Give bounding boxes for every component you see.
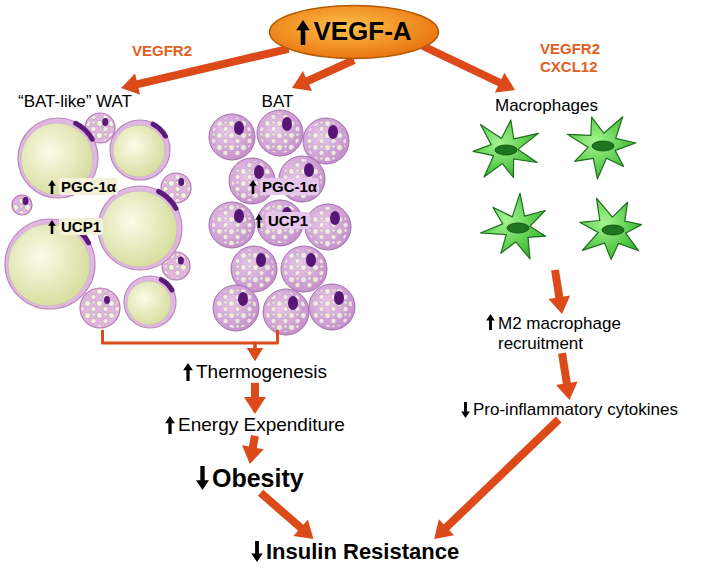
cluster-heading: “BAT-like” WAT <box>18 92 132 112</box>
arrow-head <box>247 348 263 361</box>
text-row: UCP1 <box>48 218 103 235</box>
arrow-head <box>434 519 454 539</box>
trend-arrow <box>255 214 263 228</box>
text-row: Energy Expenditure <box>165 414 345 436</box>
trend-arrow <box>48 220 56 234</box>
effect-text: Obesity <box>196 464 304 493</box>
outcome-text: Insulin Resistance <box>251 539 459 564</box>
arrow-head <box>121 73 140 94</box>
trend-arrow <box>296 20 310 45</box>
text-row: Pro-inflammatory cytokines <box>461 400 678 420</box>
flow-arrow <box>292 60 354 91</box>
arrow-head <box>244 397 266 414</box>
trend-arrow <box>48 180 56 194</box>
wat-cell-cluster: “BAT-like” WAT PGC-1αUCP1 <box>10 88 195 330</box>
gene-label: UCP1 <box>59 218 103 235</box>
macrophage-cluster: Macrophages <box>455 90 655 270</box>
arrow-shaft <box>261 493 303 529</box>
flow-arrow <box>242 436 264 464</box>
trend-arrow <box>461 402 470 418</box>
text-row: Obesity <box>196 464 304 493</box>
flow-arrow <box>548 270 570 314</box>
trend-arrow <box>196 466 209 490</box>
text-row: Macrophages <box>495 96 598 116</box>
arrow-head <box>242 445 264 464</box>
receptor-label: VEGFR2 CXCL12 <box>540 40 610 76</box>
vegf-ellipse: VEGF-A <box>268 4 440 60</box>
trend-arrow <box>183 363 193 381</box>
effect-text: Energy Expenditure <box>178 414 345 436</box>
text-row: Insulin Resistance <box>251 539 459 564</box>
receptor-label: VEGFR2 <box>132 42 192 60</box>
text-row: VEGF-A <box>268 4 440 60</box>
effect-text: M2 macrophage recruitment <box>486 314 638 353</box>
arrow-shaft <box>445 420 559 529</box>
arrow-head <box>556 381 578 400</box>
trend-arrow <box>249 180 257 194</box>
effect-text: M2 macrophage recruitment <box>498 314 638 353</box>
effect-text: Thermogenesis <box>196 361 327 383</box>
flow-arrow <box>423 46 515 93</box>
arrow-shaft <box>306 60 354 82</box>
arrow-head <box>495 73 515 93</box>
arrow-shaft <box>555 270 560 299</box>
text-row: PGC-1α <box>249 178 319 195</box>
effect-text: Energy Expenditure <box>165 414 345 436</box>
text-row: UCP1 <box>255 212 310 229</box>
flow-arrow <box>103 330 263 361</box>
effect-text: Thermogenesis <box>183 361 327 383</box>
gene-label: PGC-1α <box>59 178 118 195</box>
arrow-shaft <box>423 46 502 84</box>
trend-arrow <box>165 416 175 434</box>
arrow-shaft <box>253 436 255 449</box>
gene-label: UCP1 <box>266 212 310 229</box>
cluster-heading: BAT <box>262 92 294 112</box>
arrow-head <box>548 295 570 314</box>
arrow-head <box>292 71 312 91</box>
effect-text: Obesity <box>212 464 304 493</box>
trend-arrow <box>486 314 495 330</box>
gene-label: PGC-1α <box>260 178 319 195</box>
factor-name: VEGF-A <box>313 17 411 47</box>
arrow-shaft <box>562 353 567 385</box>
text-row: “BAT-like” WAT <box>18 92 132 112</box>
flow-arrow <box>556 353 578 400</box>
flow-arrow <box>247 330 278 361</box>
text-row: M2 macrophage recruitment <box>486 314 638 353</box>
flow-arrow <box>244 383 266 414</box>
flow-arrow <box>261 493 314 539</box>
arrow-head <box>293 520 313 539</box>
trend-arrow <box>251 541 263 562</box>
arrow-head <box>247 348 263 361</box>
cluster-heading: Macrophages <box>495 96 598 116</box>
arrow-shaft <box>251 383 259 399</box>
flow-arrow <box>434 420 558 540</box>
effect-text: Pro-inflammatory cytokines <box>473 400 678 420</box>
bat-cell-cluster: BAT PGC-1αUCP1 <box>205 88 350 330</box>
text-row: Thermogenesis <box>183 361 327 383</box>
text-row: PGC-1α <box>48 178 118 195</box>
effect-text: Pro-inflammatory cytokines <box>461 400 678 420</box>
outcome-text: Insulin Resistance <box>266 539 459 564</box>
arrow-shaft <box>255 330 278 350</box>
arrow-shaft <box>103 330 256 350</box>
text-row: BAT <box>205 92 350 112</box>
